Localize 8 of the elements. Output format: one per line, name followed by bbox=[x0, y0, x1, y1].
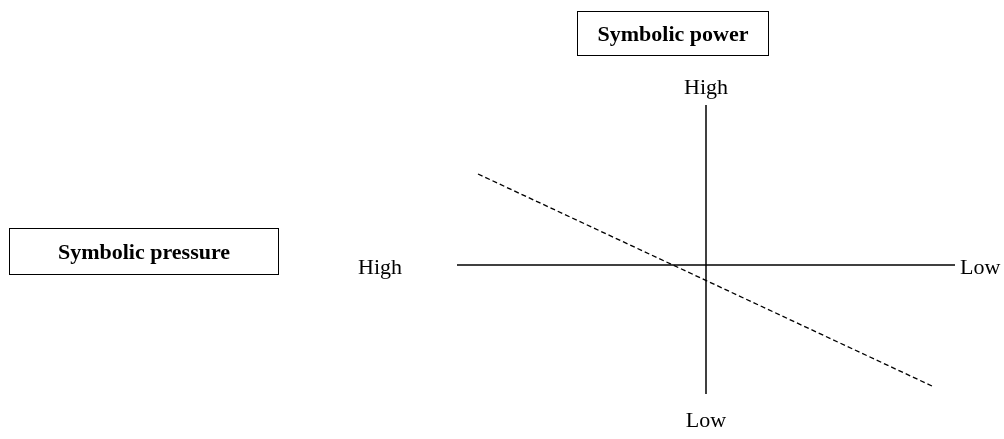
axis-end-label: Low bbox=[684, 406, 728, 434]
axis-end-label: Low bbox=[960, 253, 1002, 281]
axis-end-label: High bbox=[357, 253, 403, 281]
axis-end-label: High bbox=[683, 73, 729, 101]
label-box bbox=[577, 11, 769, 56]
box-title: Symbolic power bbox=[597, 20, 749, 48]
label-box bbox=[9, 228, 279, 275]
box-title: Symbolic pressure bbox=[57, 238, 231, 266]
